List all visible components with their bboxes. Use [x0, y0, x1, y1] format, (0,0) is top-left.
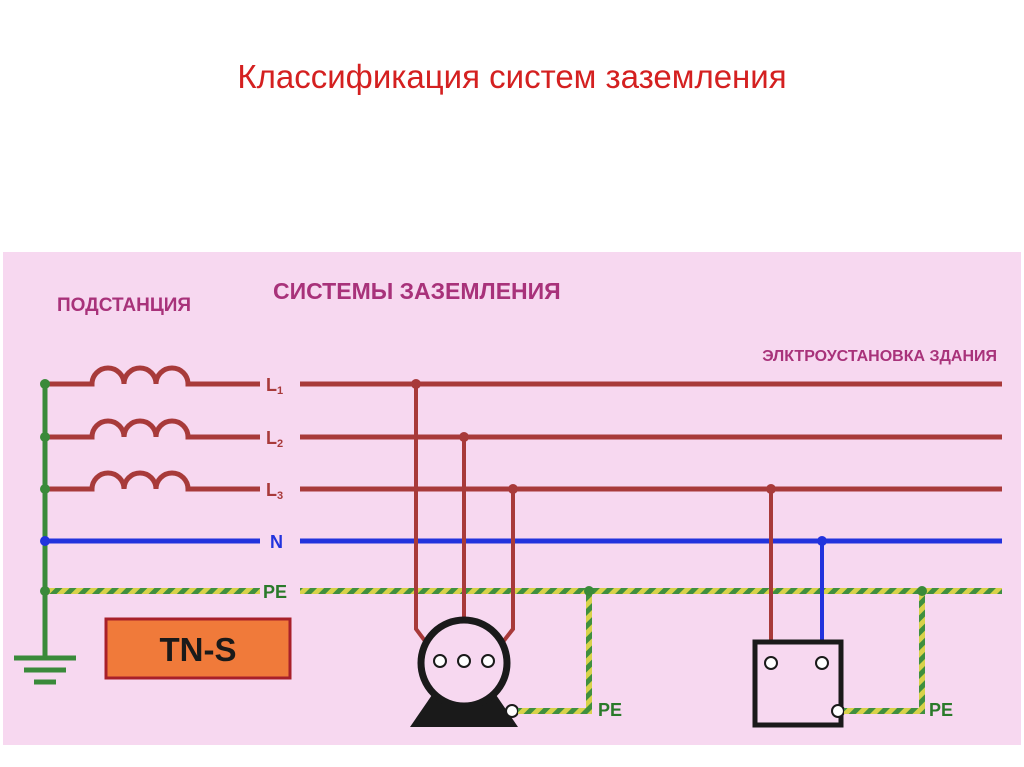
motor-pe-wire [518, 591, 592, 714]
coil-icon [45, 365, 260, 387]
motor-pe-label: PE [598, 700, 622, 720]
substation-label: ПОДСТАНЦИЯ [57, 295, 191, 316]
appliance-icon [752, 639, 845, 728]
load-pe-wire [844, 591, 925, 714]
motor-icon [410, 616, 519, 727]
conductor-label-pe: PE [263, 582, 287, 602]
system-type-label: TN-S [160, 631, 237, 668]
earth-ground-icon [14, 655, 76, 685]
system-type-badge [104, 617, 292, 680]
transformer-windings [45, 365, 260, 492]
slide-title: Классификация систем заземления [237, 58, 787, 95]
conductor-label-n: N [270, 532, 283, 552]
coil-icon [45, 470, 260, 492]
diagram-heading: СИСТЕМЫ ЗАЗЕМЛЕНИЯ [273, 278, 561, 304]
conductor-label-l1: L1 [266, 375, 283, 397]
coil-icon [45, 418, 260, 440]
junction-dots [40, 379, 927, 596]
conductor-label-l2: L2 [266, 428, 283, 450]
conductor-label-l3: L3 [266, 480, 283, 502]
building-label: ЭЛКТРОУСТАНОВКА ЗДАНИЯ [762, 348, 997, 365]
load-pe-label: PE [929, 700, 953, 720]
